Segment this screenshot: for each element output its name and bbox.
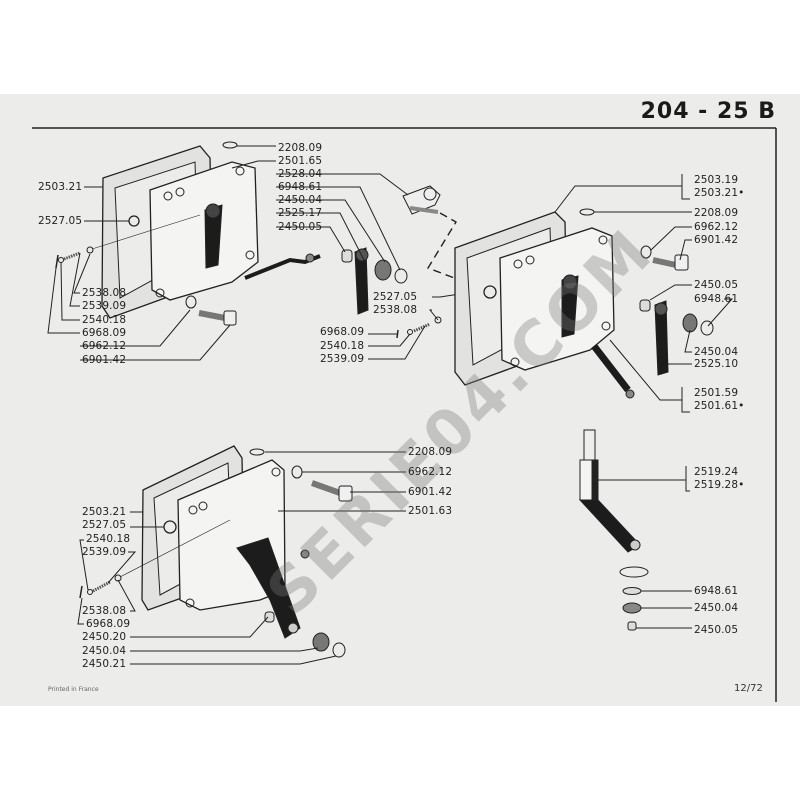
part-label: 2527.05 — [38, 215, 83, 227]
part-label: 2208.09 — [408, 446, 453, 458]
part-label: 2528.04 — [278, 168, 323, 180]
page-number: 12/72 — [734, 683, 763, 694]
part-label: 2450.20 — [82, 631, 127, 643]
part-label: 2519.24 — [694, 466, 739, 478]
part-label: 2538.08 — [373, 304, 418, 316]
part-label: 6968.09 — [82, 327, 127, 339]
part-label: 2501.63 — [408, 505, 453, 517]
part-label: 2501.65 — [278, 155, 323, 167]
part-label: 2525.17 — [278, 207, 323, 219]
part-label: 6962.12 — [694, 221, 739, 233]
part-label: 2525.10 — [694, 358, 739, 370]
page-title: 204 - 25 B — [640, 99, 776, 124]
part-label: 2539.09 — [82, 546, 127, 558]
top-right-assembly — [454, 174, 734, 413]
part-label: 6901.42 — [82, 354, 127, 366]
part-label: 2538.08 — [82, 605, 127, 617]
part-label: 2503.21 — [82, 506, 127, 518]
part-label: 2540.18 — [320, 340, 365, 352]
part-label: 2501.59 — [694, 387, 739, 399]
cover — [149, 161, 259, 301]
part-label: 6948.61 — [694, 585, 739, 597]
part-label: 2450.04 — [82, 645, 127, 657]
part-label: 6968.09 — [86, 618, 131, 630]
part-label: 6948.61 — [694, 293, 739, 305]
part-label: 2208.09 — [278, 142, 323, 154]
part-label: 2503.21• — [694, 187, 745, 199]
part-label: 2450.05 — [278, 221, 323, 233]
part-label: 2450.21 — [82, 658, 127, 670]
part-label: 2450.04 — [694, 602, 739, 614]
bottom-right-shaft-assembly — [578, 429, 692, 631]
part-label: 6962.12 — [408, 466, 453, 478]
printed-in-note: Printed in France — [48, 686, 99, 693]
part-label: 2503.19 — [694, 174, 739, 186]
part-label: 2450.04 — [278, 194, 323, 206]
part-label: 2450.05 — [694, 624, 739, 636]
part-label: 2527.05 — [373, 291, 418, 303]
part-label: 2538.08 — [82, 287, 127, 299]
part-label: 2501.61• — [694, 400, 745, 412]
part-label: 6901.42 — [408, 486, 453, 498]
part-label: 2539.09 — [320, 353, 365, 365]
bottom-left-assembly — [77, 445, 406, 665]
part-label: 2519.28• — [694, 479, 745, 491]
part-label: 6901.42 — [694, 234, 739, 246]
part-label: 2208.09 — [694, 207, 739, 219]
part-label: 2450.05 — [694, 279, 739, 291]
part-label: 6948.61 — [278, 181, 323, 193]
part-label: 2527.05 — [82, 519, 127, 531]
part-label: 2450.04 — [694, 346, 739, 358]
part-label: 2539.09 — [82, 300, 127, 312]
top-left-assembly — [47, 141, 487, 361]
part-label: 2503.21 — [38, 181, 83, 193]
part-label: 6968.09 — [320, 326, 365, 338]
part-label: 2540.18 — [82, 314, 127, 326]
part-label: 6962.12 — [82, 340, 127, 352]
part-label: 2540.18 — [86, 533, 131, 545]
